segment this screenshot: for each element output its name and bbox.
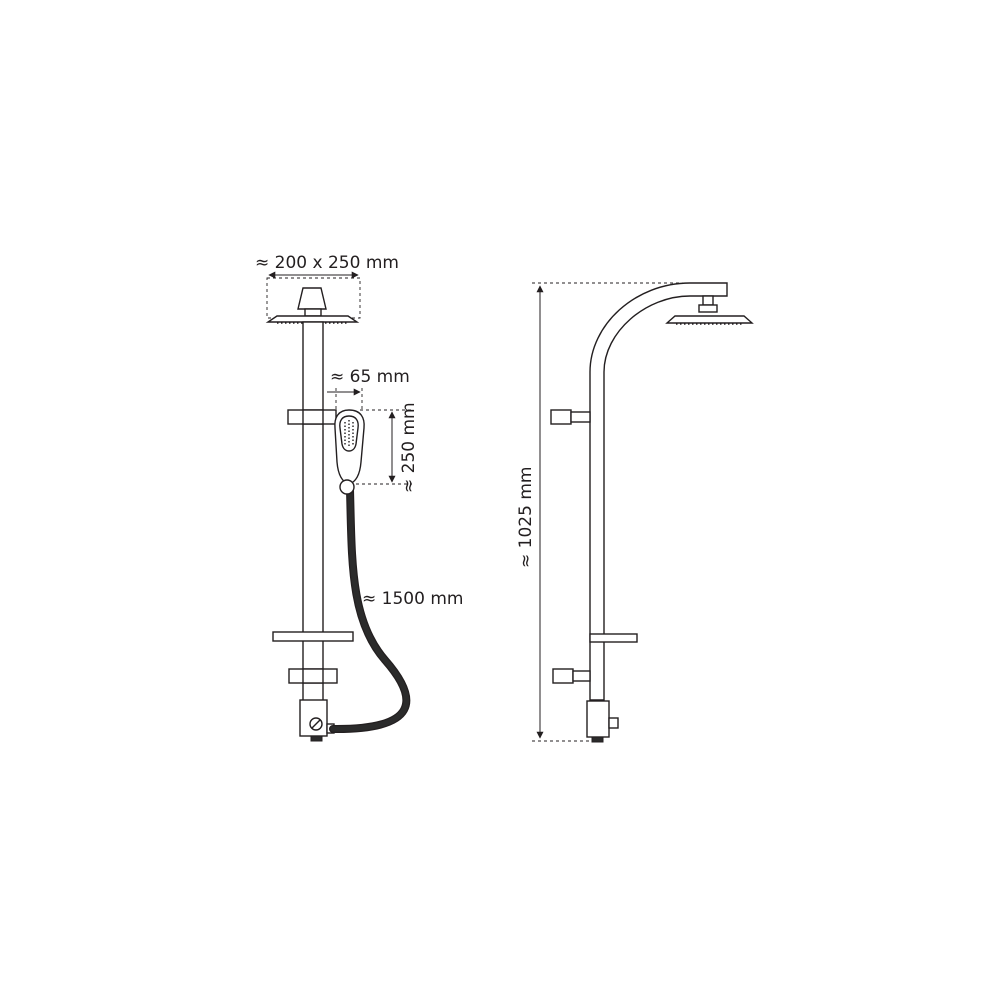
hand-height-dimension: ≈ 250 mm: [356, 402, 419, 493]
hose-length-label: ≈ 1500 mm: [362, 589, 463, 609]
side-lower-bracket-wall: [552, 668, 574, 684]
side-upper-bracket-wall: [550, 409, 572, 425]
hand-shower: [334, 409, 365, 495]
curved-riser: [589, 282, 728, 701]
side-lower-bracket-arm: [572, 670, 591, 682]
side-valve-inlet: [591, 736, 604, 743]
total-height-dimension: ≈ 1025 mm: [516, 282, 690, 742]
shower-hose: [330, 487, 410, 732]
head-plate: [265, 315, 360, 323]
hand-width-dimension: ≈ 65 mm: [327, 367, 410, 410]
side-head-stem: [702, 295, 714, 306]
diverter-valve: [299, 699, 335, 742]
shower-hose-outline: [329, 486, 411, 734]
hand-shower-nut: [339, 479, 355, 495]
total-height-label: ≈ 1025 mm: [516, 467, 536, 568]
side-valve-knob: [608, 717, 619, 729]
head-size-box: [266, 277, 361, 319]
lower-bracket-clamp: [302, 668, 324, 684]
side-upper-bracket-arm: [570, 411, 591, 423]
side-valve-body: [586, 700, 610, 738]
head-size-dimension: ≈ 200 x 250 mm: [255, 253, 399, 319]
side-rain-head: [665, 295, 754, 325]
side-shelf: [589, 633, 638, 643]
hand-height-label: ≈ 250 mm: [399, 402, 419, 493]
upper-bracket-clamp: [302, 409, 324, 425]
side-head-plate: [665, 315, 754, 324]
head-arm-connector: [297, 287, 327, 310]
head-joint: [304, 308, 322, 317]
valve-inlet: [310, 735, 323, 742]
shelf: [272, 631, 354, 642]
side-valve: [586, 700, 619, 743]
front-view: ≈ 200 x 250 mm: [255, 253, 463, 742]
hand-width-label: ≈ 65 mm: [330, 367, 410, 387]
hand-shower-face: [339, 415, 359, 452]
rain-shower-head: [265, 287, 360, 324]
side-head-joint: [698, 304, 718, 313]
head-size-label: ≈ 200 x 250 mm: [255, 253, 399, 273]
diverter-knob-mark: [311, 719, 321, 729]
riser-tube: [302, 321, 324, 703]
side-view: ≈ 1025 mm: [516, 282, 754, 743]
